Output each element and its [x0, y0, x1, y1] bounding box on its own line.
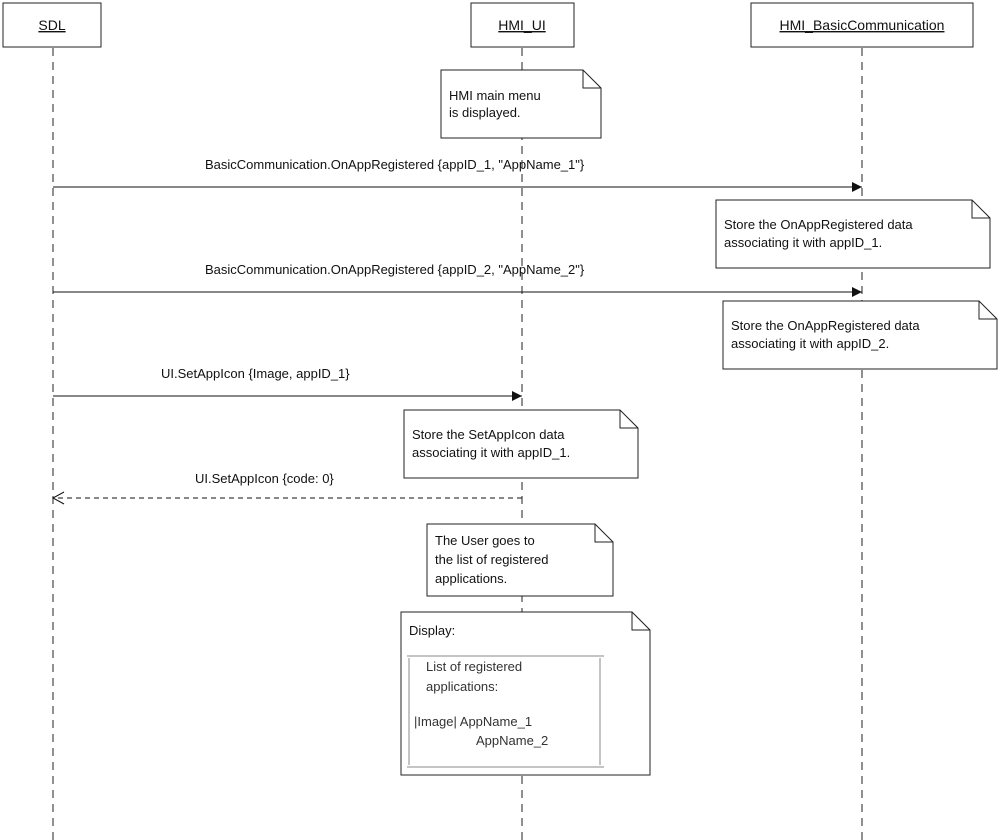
participant-hmi-basiccommunication: HMI_BasicCommunication	[750, 2, 974, 48]
message-setappicon-request: UI.SetAppIcon {Image, appID_1}	[53, 366, 522, 401]
participant-label-sdl: SDL	[38, 17, 65, 33]
note-store-app2-line-1: Store the OnAppRegistered data	[731, 318, 920, 333]
participant-label-hmi-ui: HMI_UI	[498, 17, 545, 33]
note-user-list: The User goes to the list of registered …	[426, 523, 614, 597]
display-mockup-line-1: List of registered	[426, 659, 522, 674]
participant-label-hmi-basiccommunication: HMI_BasicCommunication	[780, 17, 945, 33]
note-user-list-line-2: the list of registered	[435, 552, 548, 567]
note-user-list-line-1: The User goes to	[435, 533, 535, 548]
note-display: Display: List of registered applications…	[400, 611, 651, 776]
open-arrowhead-icon	[51, 491, 65, 505]
note-main-menu: HMI main menu is displayed.	[440, 69, 602, 139]
message-onappregistered-1: BasicCommunication.OnAppRegistered {appI…	[53, 157, 862, 192]
message-label: BasicCommunication.OnAppRegistered {appI…	[205, 262, 585, 277]
note-store-icon-line-1: Store the SetAppIcon data	[412, 427, 565, 442]
message-setappicon-response: UI.SetAppIcon {code: 0}	[51, 471, 522, 505]
note-store-app1: Store the OnAppRegistered data associati…	[715, 199, 991, 269]
note-store-app1-line-2: associating it with appID_1.	[724, 235, 882, 250]
note-store-app1-line-1: Store the OnAppRegistered data	[724, 217, 913, 232]
message-label: BasicCommunication.OnAppRegistered {appI…	[205, 157, 585, 172]
display-mockup-frame	[407, 655, 604, 768]
arrowhead-icon	[852, 287, 862, 297]
note-main-menu-line-2: is displayed.	[449, 105, 521, 120]
display-mockup-line-4: AppName_2	[476, 733, 548, 748]
note-store-app2-line-2: associating it with appID_2.	[731, 336, 889, 351]
display-mockup-line-3: |Image| AppName_1	[414, 714, 532, 729]
display-mockup-line-2: applications:	[426, 679, 498, 694]
message-label: UI.SetAppIcon {code: 0}	[195, 471, 334, 486]
message-onappregistered-2: BasicCommunication.OnAppRegistered {appI…	[53, 262, 862, 297]
arrowhead-icon	[852, 182, 862, 192]
note-user-list-line-3: applications.	[435, 571, 507, 586]
participant-sdl: SDL	[2, 2, 102, 48]
arrowhead-icon	[512, 391, 522, 401]
message-label: UI.SetAppIcon {Image, appID_1}	[161, 366, 350, 381]
note-store-icon-line-2: associating it with appID_1.	[412, 445, 570, 460]
note-main-menu-line-1: HMI main menu	[449, 88, 541, 103]
note-store-app2: Store the OnAppRegistered data associati…	[722, 300, 998, 370]
note-display-title: Display:	[409, 623, 455, 638]
participant-hmi-ui: HMI_UI	[470, 2, 575, 48]
note-store-icon: Store the SetAppIcon data associating it…	[403, 409, 639, 479]
